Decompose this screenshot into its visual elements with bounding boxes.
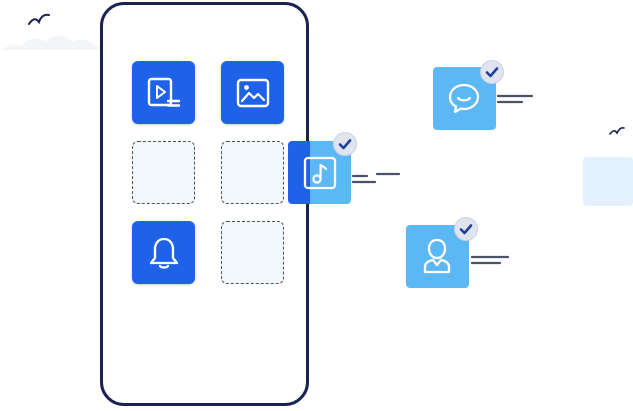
empty-slot-3[interactable] [221, 221, 284, 284]
check-icon [459, 224, 473, 235]
gallery-app-tile[interactable] [221, 61, 284, 124]
pale-card-decoration [583, 157, 633, 206]
empty-slot-2[interactable] [221, 141, 284, 204]
check-icon [338, 139, 352, 150]
bird-icon [609, 126, 625, 135]
empty-slot-1[interactable] [132, 141, 195, 204]
play-video-icon [147, 77, 181, 107]
installed-check-badge [481, 61, 503, 83]
notification-app-tile[interactable] [132, 221, 195, 284]
user-icon [423, 238, 451, 274]
image-icon [236, 78, 270, 108]
installed-check-badge [455, 218, 477, 240]
check-icon [485, 67, 499, 78]
speed-lines [470, 255, 510, 265]
speed-lines [351, 172, 401, 184]
bird-icon [28, 13, 50, 25]
music-note-icon [303, 156, 337, 190]
cloud-decoration [2, 36, 124, 50]
bell-icon [149, 237, 179, 269]
installed-check-badge [334, 133, 356, 155]
speed-lines [496, 94, 534, 104]
chat-bubble-icon [448, 83, 480, 114]
video-app-tile[interactable] [132, 61, 195, 124]
